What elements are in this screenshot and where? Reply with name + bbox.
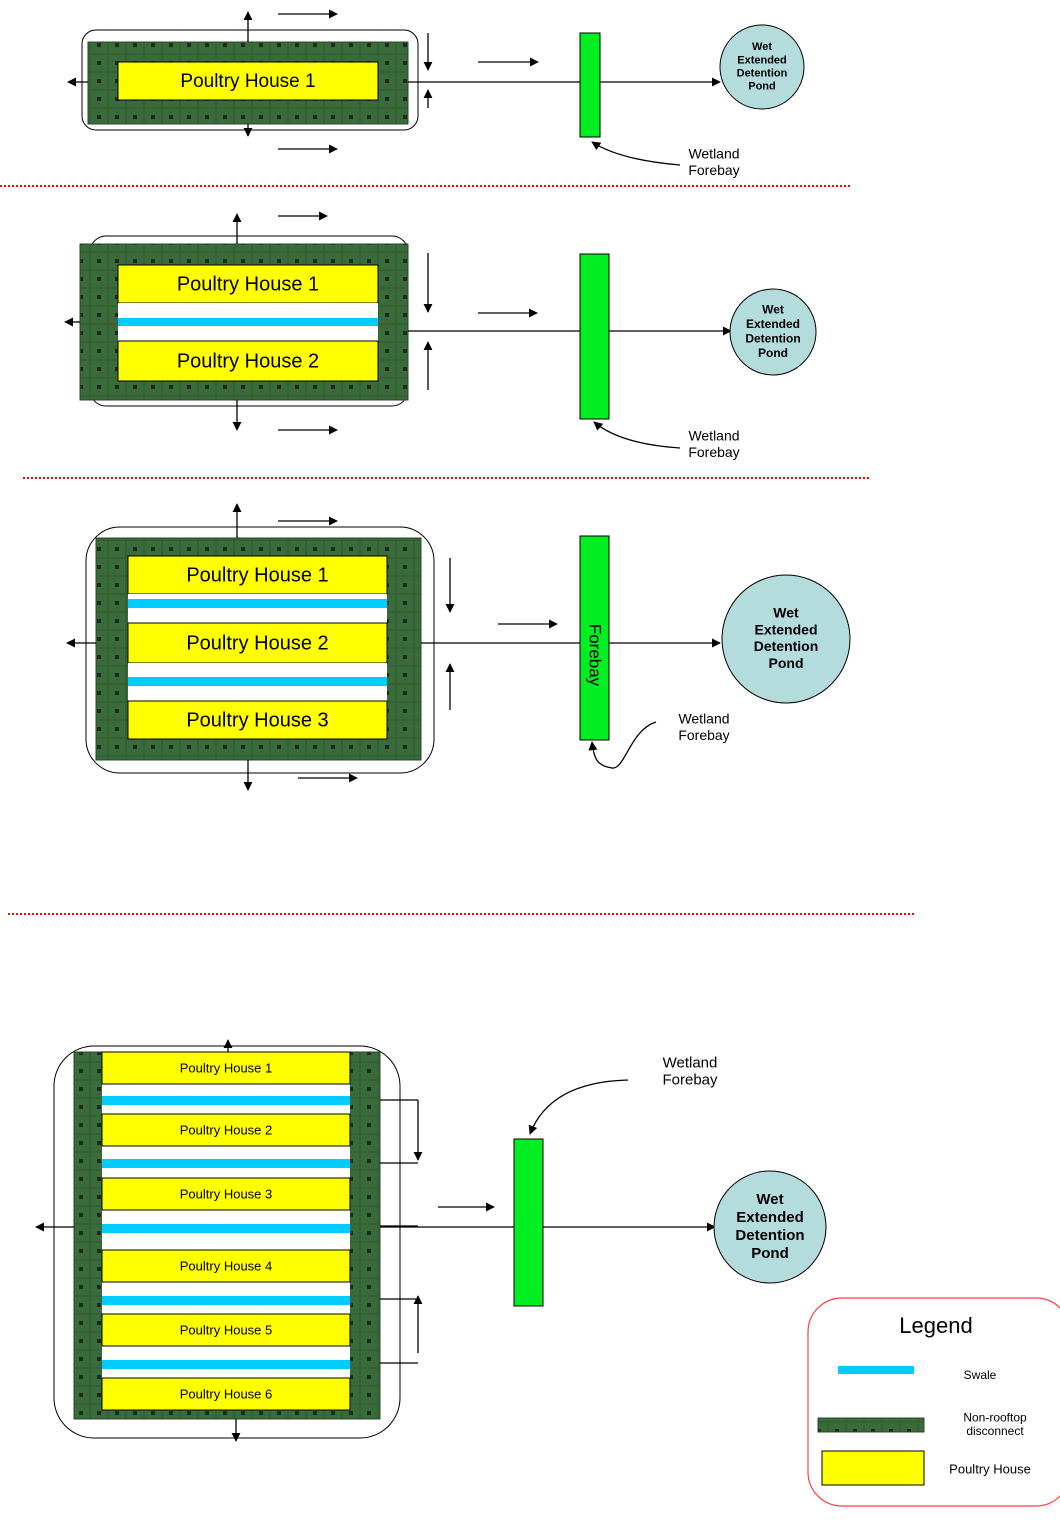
legend-disconnect-swatch [817,1417,925,1433]
poultry-house-6-box [101,1377,351,1411]
wetland-forebay [579,32,601,138]
poultry-house-2-box [101,1113,351,1147]
wetland-forebay [579,253,610,420]
swale [128,599,387,608]
poultry-house-3-box [101,1177,351,1211]
wet-extended-detention-pond [721,574,851,704]
wet-extended-detention-pond [729,288,817,376]
legend-house-label: Poultry House [949,1461,1031,1476]
poultry-house-1-label: Poultry House 1 [186,564,328,586]
poultry-house-5-box [101,1313,351,1347]
poultry-house-4-box [101,1249,351,1283]
poultry-house-6-label: Poultry House 6 [180,1386,273,1401]
forebay-pointer [528,1079,629,1135]
wetland-forebay [513,1138,544,1307]
poultry-house-3-box [127,700,388,740]
swale [118,318,378,326]
swale-strip [128,594,387,623]
forebay-pointer [588,721,657,769]
forebay-pointer [593,421,681,449]
poultry-house-1-box [117,264,379,304]
poultry-house-2-label: Poultry House 2 [180,1122,273,1137]
forebay-pointer [591,141,681,166]
wetland-forebay [579,535,610,741]
swale [102,1296,350,1305]
swale [102,1096,350,1105]
poultry-house-1-box [127,555,388,595]
poultry-house-4-label: Poultry House 4 [180,1258,273,1273]
swale [128,677,387,686]
poultry-house-3-label: Poultry House 3 [180,1186,273,1201]
poultry-house-2-box [127,622,388,664]
legend-swale-label: Swale [964,1368,997,1382]
wet-extended-detention-pond [719,24,805,110]
poultry-house-1-label: Poultry House 1 [180,71,315,92]
legend-house-swatch [821,1450,925,1486]
poultry-house-2-box [117,340,379,382]
legend-title: Legend [899,1313,972,1338]
poultry-house-2-label: Poultry House 2 [186,632,328,654]
swale [102,1360,350,1369]
poultry-house-1-label: Poultry House 1 [180,1060,273,1075]
forebay-inner-label: Forebay [586,624,605,687]
poultry-house-3-label: Poultry House 3 [186,709,328,731]
swale [102,1224,350,1233]
poultry-house-1-label: Poultry House 1 [177,273,319,295]
poultry-house-1-box [101,1051,351,1085]
poultry-house-1-box [117,61,379,101]
legend-swale-swatch [838,1366,914,1374]
poultry-house-5-label: Poultry House 5 [180,1322,273,1337]
swale [102,1159,350,1168]
site-boundary [85,526,435,774]
wet-extended-detention-pond [713,1170,827,1284]
poultry-house-2-label: Poultry House 2 [177,350,319,372]
